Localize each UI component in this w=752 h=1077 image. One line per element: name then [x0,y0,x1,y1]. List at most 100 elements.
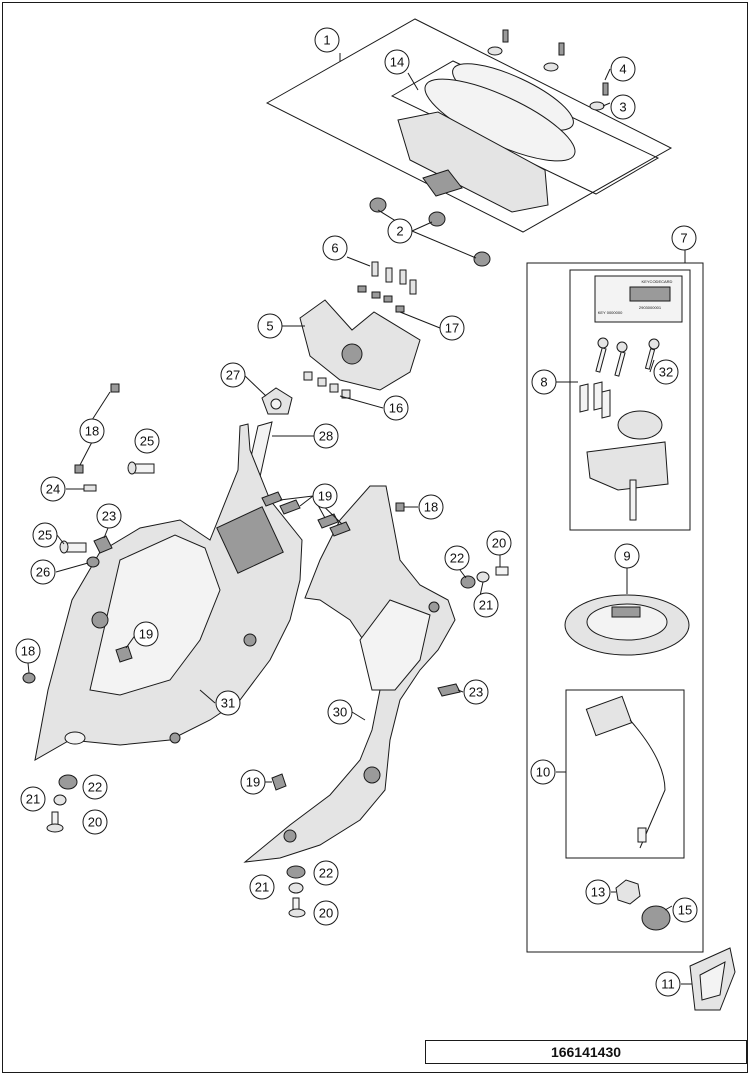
callout-6: 6 [322,235,348,261]
callout-25a: 25 [134,428,160,454]
svg-text:2: 2 [396,224,403,239]
callout-19b: 19 [133,621,159,647]
callout-3: 3 [610,94,636,120]
cluster-housing [397,111,549,213]
cluster-bracket-group [282,256,441,409]
svg-text:20: 20 [319,906,333,921]
callout-22a: 22 [444,545,470,571]
screw-set [487,29,609,111]
svg-text:30: 30 [333,705,347,720]
svg-text:3: 3 [619,100,626,115]
callout-9: 9 [614,543,640,569]
svg-text:14: 14 [390,55,404,70]
instrument-cluster-group [265,18,673,267]
bracket-bolts [303,261,417,399]
right-panel-inner [359,599,431,691]
callout-8: 8 [531,369,557,395]
callout-24: 24 [40,476,66,502]
callout-19c: 19 [240,769,266,795]
drawing-number: 166141430 [550,1044,622,1060]
card-line3: KEY 0000000 [598,310,623,315]
callout-32: 32 [653,359,679,385]
callout-18c: 18 [15,638,41,664]
svg-text:8: 8 [540,375,547,390]
callout-18b: 18 [418,494,444,520]
cable-frame [565,689,685,859]
lock-kit-group: KEYCODECARD 2903000001 KEY 0000000 [526,250,704,953]
callout-23a: 23 [96,503,122,529]
right-side-panel [243,485,456,863]
ignition-lock [617,410,663,440]
svg-text:20: 20 [88,815,102,830]
callout-10: 10 [530,759,556,785]
svg-text:25: 25 [38,528,52,543]
svg-text:7: 7 [680,231,687,246]
callout-25b: 25 [32,522,58,548]
callout-26: 26 [30,559,56,585]
key-set-frame [569,269,691,531]
callout-27: 27 [220,362,246,388]
svg-text:18: 18 [85,424,99,439]
svg-text:24: 24 [46,482,60,497]
svg-text:31: 31 [221,696,235,711]
svg-text:13: 13 [591,885,605,900]
cap-lock-plate [585,695,633,737]
svg-text:26: 26 [36,565,50,580]
callout-16: 16 [383,395,409,421]
callout-28: 28 [313,423,339,449]
callout-5: 5 [257,313,283,339]
callout-2: 2 [387,218,413,244]
svg-text:17: 17 [445,321,459,336]
cluster-bracket [299,299,421,391]
callouts: 1 14 4 3 2 6 7 5 17 27 16 8 32 28 18 25 … [15,27,698,997]
svg-text:9: 9 [623,549,630,564]
svg-text:16: 16 [389,401,403,416]
svg-text:1: 1 [323,33,330,48]
svg-text:18: 18 [424,500,438,515]
left-side-panel-group [34,423,303,761]
svg-text:23: 23 [102,509,116,524]
svg-text:21: 21 [255,880,269,895]
drawing-number-box: 166141430 [425,1040,747,1064]
svg-text:32: 32 [659,365,673,380]
svg-text:19: 19 [246,775,260,790]
keys [579,337,660,419]
svg-text:18: 18 [21,644,35,659]
svg-text:25: 25 [140,434,154,449]
callout-14: 14 [384,49,410,75]
callout-7: 7 [671,225,697,251]
callout-23b: 23 [463,679,489,705]
callout-21c: 21 [249,874,275,900]
callout-19a: 19 [312,483,338,509]
small-hardware [22,383,509,918]
card-line1: KEYCODECARD [642,279,673,284]
svg-text:11: 11 [661,977,675,992]
callout-18a: 18 [79,418,105,444]
lock-cylinder [641,905,671,931]
svg-text:4: 4 [619,62,626,77]
svg-text:19: 19 [318,489,332,504]
svg-text:20: 20 [492,536,506,551]
svg-text:27: 27 [226,368,240,383]
callout-13: 13 [585,879,611,905]
svg-text:10: 10 [536,765,550,780]
svg-text:15: 15 [678,903,692,918]
callout-20c: 20 [313,900,339,926]
right-side-panel-group [243,485,456,863]
lock-nut [615,879,641,905]
callout-22b: 22 [82,774,108,800]
callout-21a: 21 [473,592,499,618]
callout-20b: 20 [82,809,108,835]
callout-31: 31 [215,690,241,716]
callout-30: 30 [327,699,353,725]
callout-11: 11 [655,971,681,997]
svg-text:19: 19 [139,627,153,642]
svg-text:21: 21 [26,792,40,807]
callout-22c: 22 [313,860,339,886]
svg-text:23: 23 [469,685,483,700]
callout-15: 15 [672,897,698,923]
svg-text:6: 6 [331,241,338,256]
svg-text:22: 22 [450,551,464,566]
callout-1: 1 [314,27,340,53]
cluster-connector [422,169,463,197]
